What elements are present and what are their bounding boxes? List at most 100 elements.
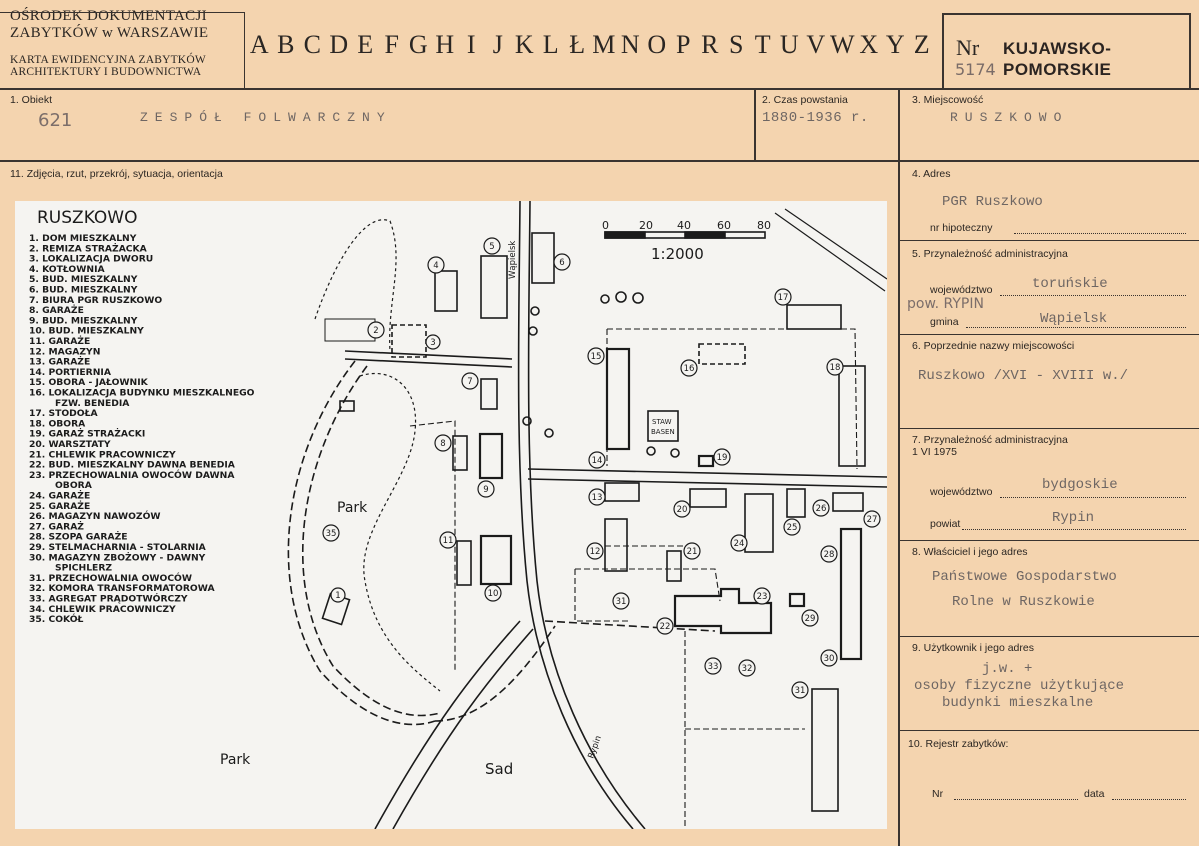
main-road-edge [527, 200, 646, 830]
park-label-1: Park [337, 500, 368, 516]
region-line-1: KUJAWSKO- [1003, 39, 1112, 58]
legend-item: 19. GARAŻ STRAŻACKI [29, 429, 145, 440]
marker-19 [713, 448, 731, 466]
index-letter: O [647, 30, 667, 59]
institution-line-1: OŚRODEK DOKUMENTACJI [10, 8, 207, 24]
park-path [544, 620, 716, 632]
region-stamp: KUJAWSKO- POMORSKIE [1003, 38, 1111, 80]
building-8 [452, 435, 468, 471]
index-letter: S [729, 30, 744, 59]
tree [528, 326, 538, 336]
building-4 [434, 270, 458, 312]
marker-11 [439, 531, 457, 549]
obiekt-label: 1. Obiekt [10, 94, 53, 106]
legend-item: 23. PRZECHOWALNIA OWOCÓW DAWNA [29, 469, 235, 481]
hipoteczny-line [1014, 232, 1186, 234]
marker-label: 33 [708, 662, 719, 672]
fence [575, 568, 721, 602]
scale-tick: 0 [602, 219, 609, 232]
marker-label: 21 [687, 547, 698, 557]
legend-item: 2. REMIZA STRAŻACKA [29, 243, 148, 254]
divider [900, 334, 1199, 335]
marker-label: 27 [867, 515, 878, 525]
legend-item: SPICHLERZ [55, 563, 112, 574]
marker-label: 16 [684, 364, 695, 374]
building-7 [480, 378, 498, 410]
park-path [287, 360, 436, 726]
tree [615, 291, 627, 303]
marker-3 [425, 334, 441, 350]
divider [754, 90, 756, 161]
road-label-bottom: Rypin [586, 734, 603, 760]
marker-1 [330, 587, 346, 603]
marker-label: 24 [734, 539, 745, 549]
legend-item: 13. GARAŻE [29, 357, 90, 368]
tree [544, 428, 554, 438]
index-letter: U [779, 30, 799, 59]
powiat-value: Rypin [1052, 510, 1095, 526]
marker-label: 17 [778, 293, 789, 303]
obiekt-number: 621 [38, 110, 73, 131]
zdjecia-label: 11. Zdjęcia, rzut, przekrój, sytuacja, o… [10, 168, 223, 180]
legend-item: 25. GARAŻE [29, 501, 90, 512]
gmina-value: Wąpielsk [1040, 311, 1108, 327]
building-15 [605, 347, 631, 451]
road-label-top: Wąpielsk [508, 241, 518, 279]
legend-item: 21. CHLEWIK PRACOWNICZY [29, 449, 176, 460]
legend-item: 28. SZOPA GARAŻE [29, 532, 128, 543]
tree [632, 292, 644, 304]
przynaleznosc1975-label-line-1: 7. Przynależność administracyjna [912, 434, 1068, 446]
marker-5 [483, 237, 501, 255]
marker-32 [738, 659, 756, 677]
index-letter: K [514, 30, 534, 59]
marker-8 [434, 434, 452, 452]
marker-label: 25 [787, 523, 798, 533]
marker-18 [826, 358, 844, 376]
marker-label: 20 [677, 505, 688, 515]
marker-label: 9 [483, 485, 488, 495]
marker-label: 35 [326, 529, 337, 539]
wojewodztwo-value: toruńskie [1032, 276, 1108, 292]
divider [900, 636, 1199, 637]
rejestr-data-line [1112, 798, 1186, 800]
park-outline [314, 219, 397, 352]
building-21 [666, 550, 682, 582]
marker-label: 31 [795, 686, 806, 696]
marker-label: 23 [757, 592, 768, 602]
legend-item: 26. MAGAZYN NAWOZÓW [29, 510, 161, 522]
uzytkownik-line-1: j.w. + [982, 661, 1033, 677]
stamp-border-right [1189, 13, 1191, 88]
east-road [527, 468, 888, 478]
legend-item: 11. GARAŻE [29, 336, 90, 347]
marker-label: 14 [592, 456, 603, 466]
marker-label: 22 [660, 622, 671, 632]
legend-item: 9. BUD. MIESZKALNY [29, 315, 138, 326]
park-outline [359, 372, 441, 692]
marker-29 [801, 609, 819, 627]
marker-label: 12 [590, 547, 601, 557]
building-27 [832, 492, 864, 512]
nr-label: Nr [956, 35, 980, 60]
marker-label: 30 [824, 654, 835, 664]
building-13 [604, 482, 640, 502]
basin-label-1: STAW [652, 418, 672, 426]
marker-2 [367, 321, 385, 339]
building-6 [531, 232, 555, 284]
divider [0, 12, 245, 13]
building-17 [786, 304, 842, 330]
marker-28 [820, 545, 838, 563]
uzytkownik-label: 9. Użytkownik i jego adres [912, 642, 1034, 654]
legend-item: 7. BIURA PGR RUSZKOWO [29, 295, 162, 306]
park-path [302, 365, 441, 717]
legend-item: 17. STODOŁA [29, 408, 99, 419]
lower-road [392, 628, 534, 830]
marker-label: 29 [805, 614, 816, 624]
marker-31-b [612, 592, 630, 610]
marker-13 [588, 488, 606, 506]
legend-item: 8. GARAŻE [29, 305, 84, 316]
lower-road [374, 620, 521, 830]
index-letter: T [754, 30, 771, 59]
divider [900, 428, 1199, 429]
tree [646, 446, 656, 456]
